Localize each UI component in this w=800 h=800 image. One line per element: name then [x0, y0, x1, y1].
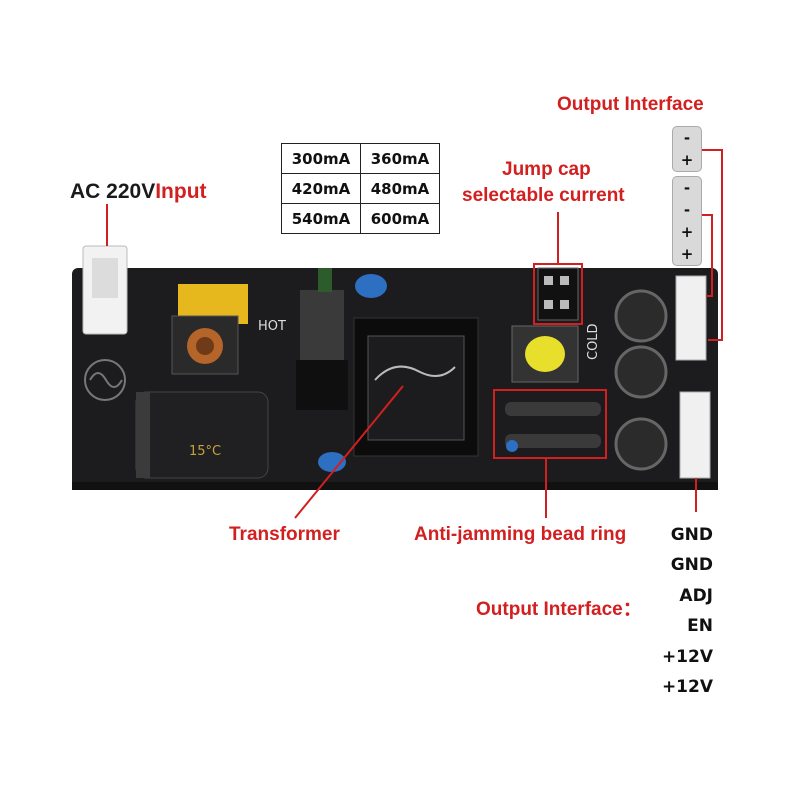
output-connector-top [675, 275, 707, 361]
table-row: 300mA 360mA [281, 143, 440, 174]
hot-marking: HOT [258, 319, 286, 334]
transformer-label: Transformer [229, 524, 340, 545]
table-cell: 360mA [360, 143, 440, 174]
ac-voltage-text: AC 220V [70, 180, 156, 203]
pin-sign: + [680, 151, 694, 169]
output-interface-bottom-label: Output Interface： [476, 599, 642, 620]
bead-ring-label: Anti-jamming bead ring [414, 524, 627, 545]
table-cell: 480mA [360, 173, 440, 204]
output-pin-label: GND [670, 555, 713, 575]
output-pin-label: EN [687, 616, 713, 636]
pin-sign: - [683, 179, 691, 197]
cold-marking: COLD [586, 323, 601, 360]
output-capacitor [614, 289, 668, 343]
table-row: 540mA 600mA [281, 203, 440, 234]
table-cell: 300mA [281, 143, 361, 174]
jump-cap-label-line2: selectable current [462, 185, 625, 206]
output-pin-label: GND [670, 525, 713, 545]
output-capacitor [614, 345, 668, 399]
ac-input-text: Input [155, 180, 207, 203]
table-cell: 420mA [281, 173, 361, 204]
bulk-capacitor [135, 391, 269, 479]
output-connector-bottom [679, 391, 711, 479]
output-interface-top-label: Output Interface [557, 94, 704, 115]
ac-input-label: AC 220VInput [70, 180, 207, 204]
jump-cap-label-line1: Jump cap [502, 159, 591, 180]
output-pin-label: +12V [661, 647, 713, 667]
pin-sign: - [683, 129, 691, 147]
cap-marking: 15°C [189, 444, 221, 459]
connector-sign-group-2: - - + + [672, 176, 702, 266]
table-cell: 540mA [281, 203, 361, 234]
table-cell: 600mA [360, 203, 440, 234]
output-capacitor [614, 417, 668, 471]
bead-ring-highlight [493, 389, 607, 459]
table-row: 420mA 480mA [281, 173, 440, 204]
output-pin-label: +12V [661, 677, 713, 697]
connector-sign-group-1: - + [672, 126, 702, 172]
pin-sign: - [683, 201, 691, 219]
pin-sign: + [680, 223, 694, 241]
output-pin-label: ADJ [679, 586, 713, 606]
current-selection-table: 300mA 360mA 420mA 480mA 540mA 600mA [281, 143, 440, 234]
pin-sign: + [680, 245, 694, 263]
